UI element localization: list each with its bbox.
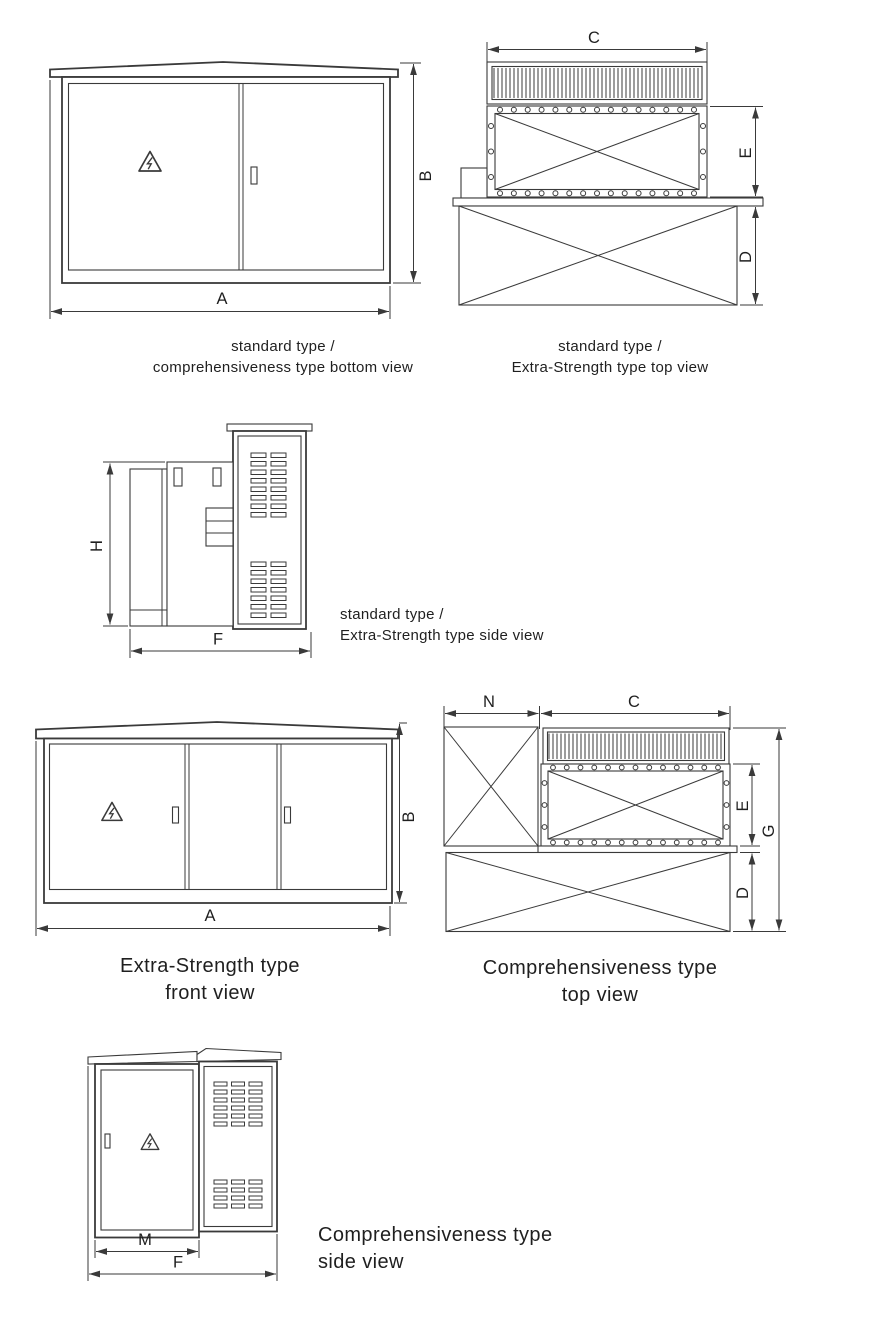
caption-line: standard type / <box>231 338 335 355</box>
bolt-row-top <box>550 764 721 771</box>
caption-line: Comprehensiveness type <box>482 957 718 979</box>
corrugation-hatch <box>548 733 722 759</box>
bolt-col-right <box>723 780 730 830</box>
dim-label-height: H <box>88 540 106 552</box>
door-side-panel <box>129 468 168 627</box>
dim-label-depth: F <box>213 631 223 649</box>
door-handle <box>283 806 292 824</box>
caption-line: standard type / <box>340 606 444 623</box>
bolt-row-bottom <box>497 190 697 197</box>
louver-group-lower <box>250 561 287 618</box>
dim-label-width: C <box>628 693 640 711</box>
caption-line: Extra-Strength type <box>120 955 300 977</box>
bolt-col-left <box>541 780 548 830</box>
dim-label-total-height: G <box>760 825 778 838</box>
view-front-extra-strength: B A <box>35 721 418 936</box>
junction-box <box>205 507 234 547</box>
view-side-standard: H F <box>88 423 313 658</box>
dim-label-box-height: E <box>737 147 755 158</box>
louver-group-upper <box>250 452 287 518</box>
caption-side-comprehensiveness: Comprehensiveness type side view <box>318 1222 618 1276</box>
dim-label-box-height: E <box>734 800 752 811</box>
corrugation-hatch <box>493 68 699 98</box>
roof-left <box>87 1050 198 1065</box>
view-top-comprehensiveness: N C <box>443 693 786 933</box>
caption-side-standard: standard type / Extra-Strength type side… <box>340 604 610 646</box>
view-front-standard: B A <box>49 61 435 319</box>
base-plate <box>537 845 738 854</box>
bolt-col-left <box>488 123 494 180</box>
dim-label-door-width: M <box>138 1231 152 1249</box>
hinge-bracket <box>173 467 183 487</box>
door-handle <box>171 806 180 824</box>
dim-label-base-height: D <box>737 251 755 263</box>
caption-top-comprehensiveness: Comprehensiveness type top view <box>450 955 750 1009</box>
view-side-comprehensiveness: M F <box>87 1047 282 1281</box>
bolt-row-top <box>497 106 697 113</box>
roof <box>49 61 399 78</box>
hinge-bracket <box>212 467 222 487</box>
vent-cabinet-cap <box>226 423 313 432</box>
roof-right <box>196 1047 282 1063</box>
dim-label-side-box-width: N <box>483 693 495 711</box>
dim-label-width: A <box>216 290 227 308</box>
roof <box>35 721 399 740</box>
caption-line: Comprehensiveness type <box>318 1224 553 1246</box>
dim-label-depth: F <box>173 1254 183 1272</box>
dim-label-height: B <box>400 811 418 822</box>
caption-line: side view <box>318 1251 404 1273</box>
louver-group-upper <box>213 1081 263 1127</box>
bolt-row-bottom <box>550 839 721 846</box>
caption-top-standard: standard type / Extra-Strength type top … <box>460 336 760 378</box>
caption-line: front view <box>165 982 255 1004</box>
caption-line: Extra-Strength type top view <box>511 359 709 376</box>
side-tab <box>460 167 488 199</box>
caption-line: top view <box>561 984 639 1006</box>
door-handle <box>104 1133 111 1149</box>
base-plate <box>452 197 764 207</box>
dim-label-height: B <box>417 170 435 181</box>
door-frame <box>48 743 388 891</box>
view-top-standard: C E <box>452 29 764 306</box>
bolt-col-right <box>700 123 706 180</box>
caption-line: standard type / <box>558 338 662 355</box>
caption-line: comprehensiveness type bottom view <box>152 359 414 376</box>
caption-front-extra-strength: Extra-Strength type front view <box>60 953 360 1007</box>
caption-line: Extra-Strength type side view <box>340 627 544 644</box>
door-handle <box>250 166 258 185</box>
dim-label-width: C <box>588 29 600 47</box>
dim-label-base-height: D <box>734 887 752 899</box>
louver-group-lower <box>213 1179 263 1209</box>
dim-label-width: A <box>204 907 215 925</box>
door-frame <box>67 82 385 271</box>
caption-front-standard: standard type / comprehensiveness type b… <box>128 336 438 378</box>
